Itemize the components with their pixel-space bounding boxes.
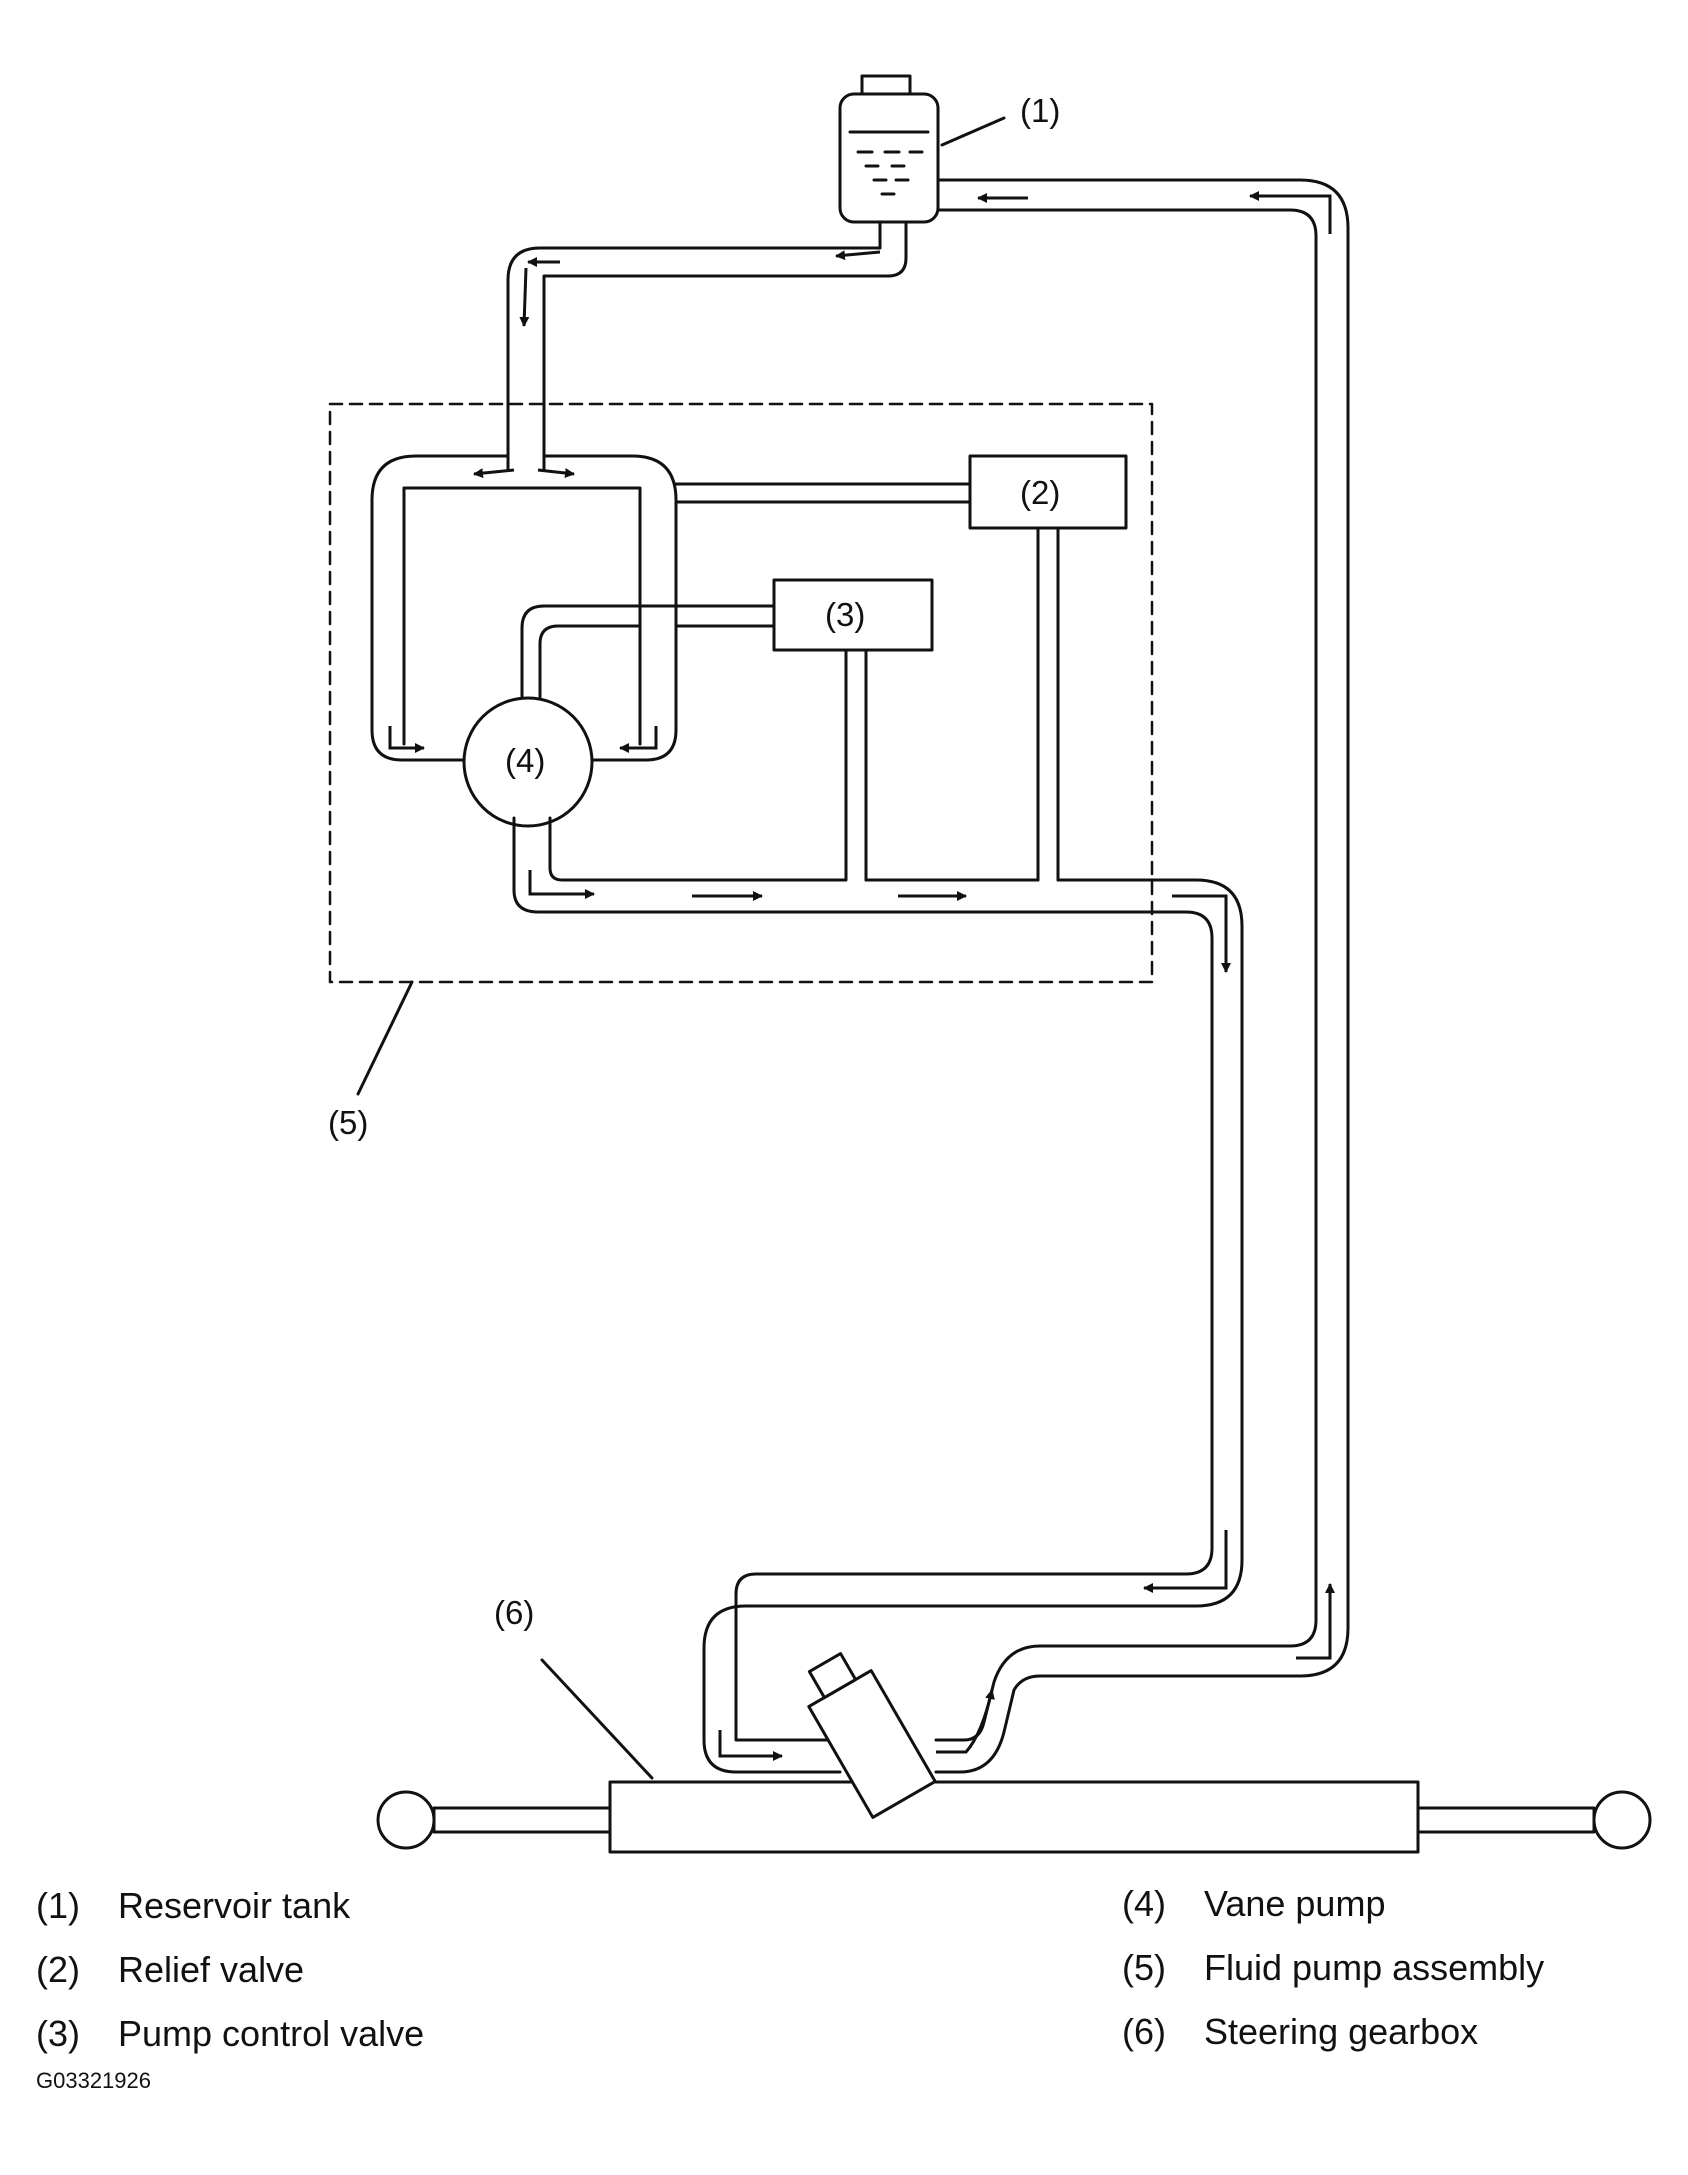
steering-gearbox	[376, 1652, 1652, 1854]
vane-pump	[462, 696, 594, 828]
fluid-pump-assembly-boundary	[328, 402, 1154, 984]
legend-item: (5) Fluid pump assembly	[1122, 1936, 1544, 2000]
legend-right: (4) Vane pump (5) Fluid pump assembly (6…	[1122, 1872, 1544, 2064]
legend-number: (5)	[1122, 1947, 1166, 1988]
reservoir-tank	[838, 74, 940, 224]
callout-fluid-pump-assembly: (5)	[328, 1104, 368, 1141]
pump-control-valve	[772, 578, 934, 652]
legend-number: (6)	[1122, 2011, 1166, 2052]
pressure-line	[512, 526, 1244, 1774]
legend-label: Relief valve	[118, 1949, 305, 1990]
return-line	[934, 178, 1350, 1774]
legend-number: (1)	[36, 1885, 80, 1926]
legend-item: (4) Vane pump	[1122, 1872, 1544, 1936]
supply-pipe	[506, 220, 908, 472]
callout-reservoir-tank: (1)	[1020, 92, 1060, 129]
legend-left: (1) Reservoir tank (2) Relief valve (3) …	[36, 1874, 424, 2066]
legend-item: (3) Pump control valve	[36, 2002, 424, 2066]
legend-label: Fluid pump assembly	[1204, 1947, 1545, 1988]
legend-item: (1) Reservoir tank	[36, 1874, 424, 1938]
legend-label: Pump control valve	[118, 2013, 425, 2054]
callout-vane-pump: (4)	[505, 742, 545, 779]
legend-number: (3)	[36, 2013, 80, 2054]
callout-pump-control-valve: (3)	[825, 596, 865, 633]
callout-relief-valve: (2)	[1020, 474, 1060, 511]
legend-number: (4)	[1122, 1883, 1166, 1924]
flow-arrows	[388, 191, 1335, 1761]
figure-code: G03321926	[36, 2068, 151, 2093]
intake-loop	[370, 454, 678, 762]
legend-label: Steering gearbox	[1204, 2011, 1479, 2052]
legend-number: (2)	[36, 1949, 80, 1990]
legend-label: Vane pump	[1204, 1883, 1386, 1924]
callout-steering-gearbox: (6)	[494, 1594, 534, 1631]
relief-valve	[968, 454, 1128, 530]
legend-item: (6) Steering gearbox	[1122, 2000, 1544, 2064]
legend-label: Reservoir tank	[118, 1885, 351, 1926]
legend-item: (2) Relief valve	[36, 1938, 424, 2002]
